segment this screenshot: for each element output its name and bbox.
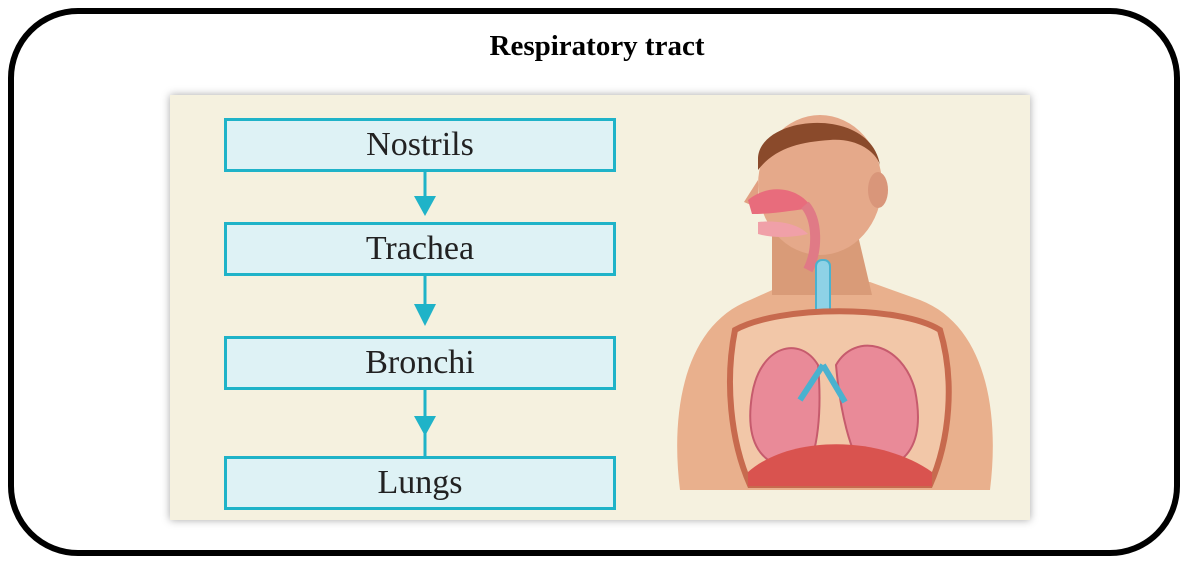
step-trachea: Trachea — [224, 222, 616, 276]
diagram-title: Respiratory tract — [0, 30, 1194, 63]
arrow-down-icon — [412, 172, 438, 222]
arrow-down-icon — [412, 390, 438, 456]
arrow-down-icon — [412, 276, 438, 336]
step-lungs: Lungs — [224, 456, 616, 510]
step-bronchi: Bronchi — [224, 336, 616, 390]
human-respiratory-illustration — [640, 110, 1030, 510]
step-nostrils: Nostrils — [224, 118, 616, 172]
